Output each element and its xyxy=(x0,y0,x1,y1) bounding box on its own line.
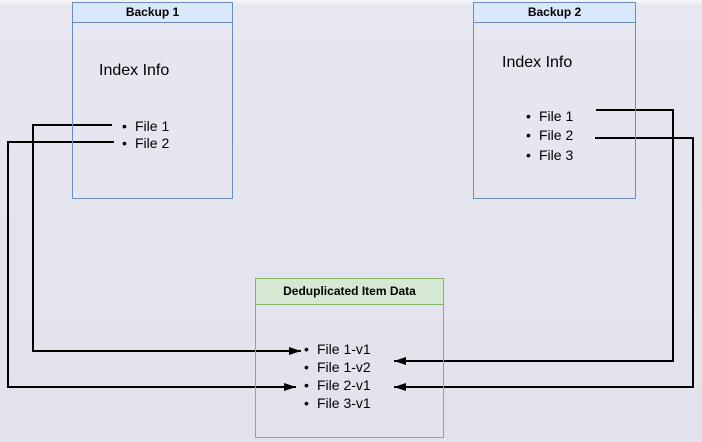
item-label: File 1-v1 xyxy=(317,341,371,357)
backup1-file-list: • File 1 • File 2 xyxy=(118,117,169,151)
bullet-icon: • xyxy=(526,127,531,144)
file-label: File 1 xyxy=(539,107,574,124)
backup1-subtitle: Index Info xyxy=(99,62,170,79)
item-label: File 2-v1 xyxy=(317,377,371,393)
bullet-icon: • xyxy=(304,341,309,357)
bullet-icon: • xyxy=(304,395,309,411)
file-label: File 1 xyxy=(135,117,170,134)
backup2-node: Backup 2 Index Info • File 1 • File 2 • … xyxy=(473,2,636,199)
bullet-icon: • xyxy=(304,377,309,393)
backup1-title: Backup 1 xyxy=(73,3,232,23)
item-label: File 1-v2 xyxy=(317,359,371,375)
bullet-icon: • xyxy=(526,146,531,163)
backup2-subtitle: Index Info xyxy=(502,54,573,71)
list-item: • File 1-v1 xyxy=(300,340,371,358)
backup1-node: Backup 1 Index Info • File 1 • File 2 xyxy=(72,2,233,199)
bullet-icon: • xyxy=(122,134,127,151)
list-item: • File 1 xyxy=(522,106,573,126)
list-item: • File 2-v1 xyxy=(300,376,371,394)
list-item: • File 1 xyxy=(118,117,169,134)
list-item: • File 3-v1 xyxy=(300,394,371,412)
dedup-item-list: • File 1-v1 • File 1-v2 • File 2-v1 • Fi… xyxy=(300,340,371,412)
dedup-node: Deduplicated Item Data • File 1-v1 • Fil… xyxy=(255,278,444,438)
backup2-title: Backup 2 xyxy=(474,3,635,23)
file-label: File 3 xyxy=(539,146,574,163)
list-item: • File 1-v2 xyxy=(300,358,371,376)
list-item: • File 2 xyxy=(522,126,573,146)
bullet-icon: • xyxy=(122,117,127,134)
dedup-title: Deduplicated Item Data xyxy=(256,279,443,305)
item-label: File 3-v1 xyxy=(317,395,371,411)
bullet-icon: • xyxy=(304,359,309,375)
file-label: File 2 xyxy=(539,127,574,144)
list-item: • File 2 xyxy=(118,134,169,151)
bullet-icon: • xyxy=(526,107,531,124)
backup2-file-list: • File 1 • File 2 • File 3 xyxy=(522,106,573,165)
file-label: File 2 xyxy=(135,134,170,151)
list-item: • File 3 xyxy=(522,145,573,165)
